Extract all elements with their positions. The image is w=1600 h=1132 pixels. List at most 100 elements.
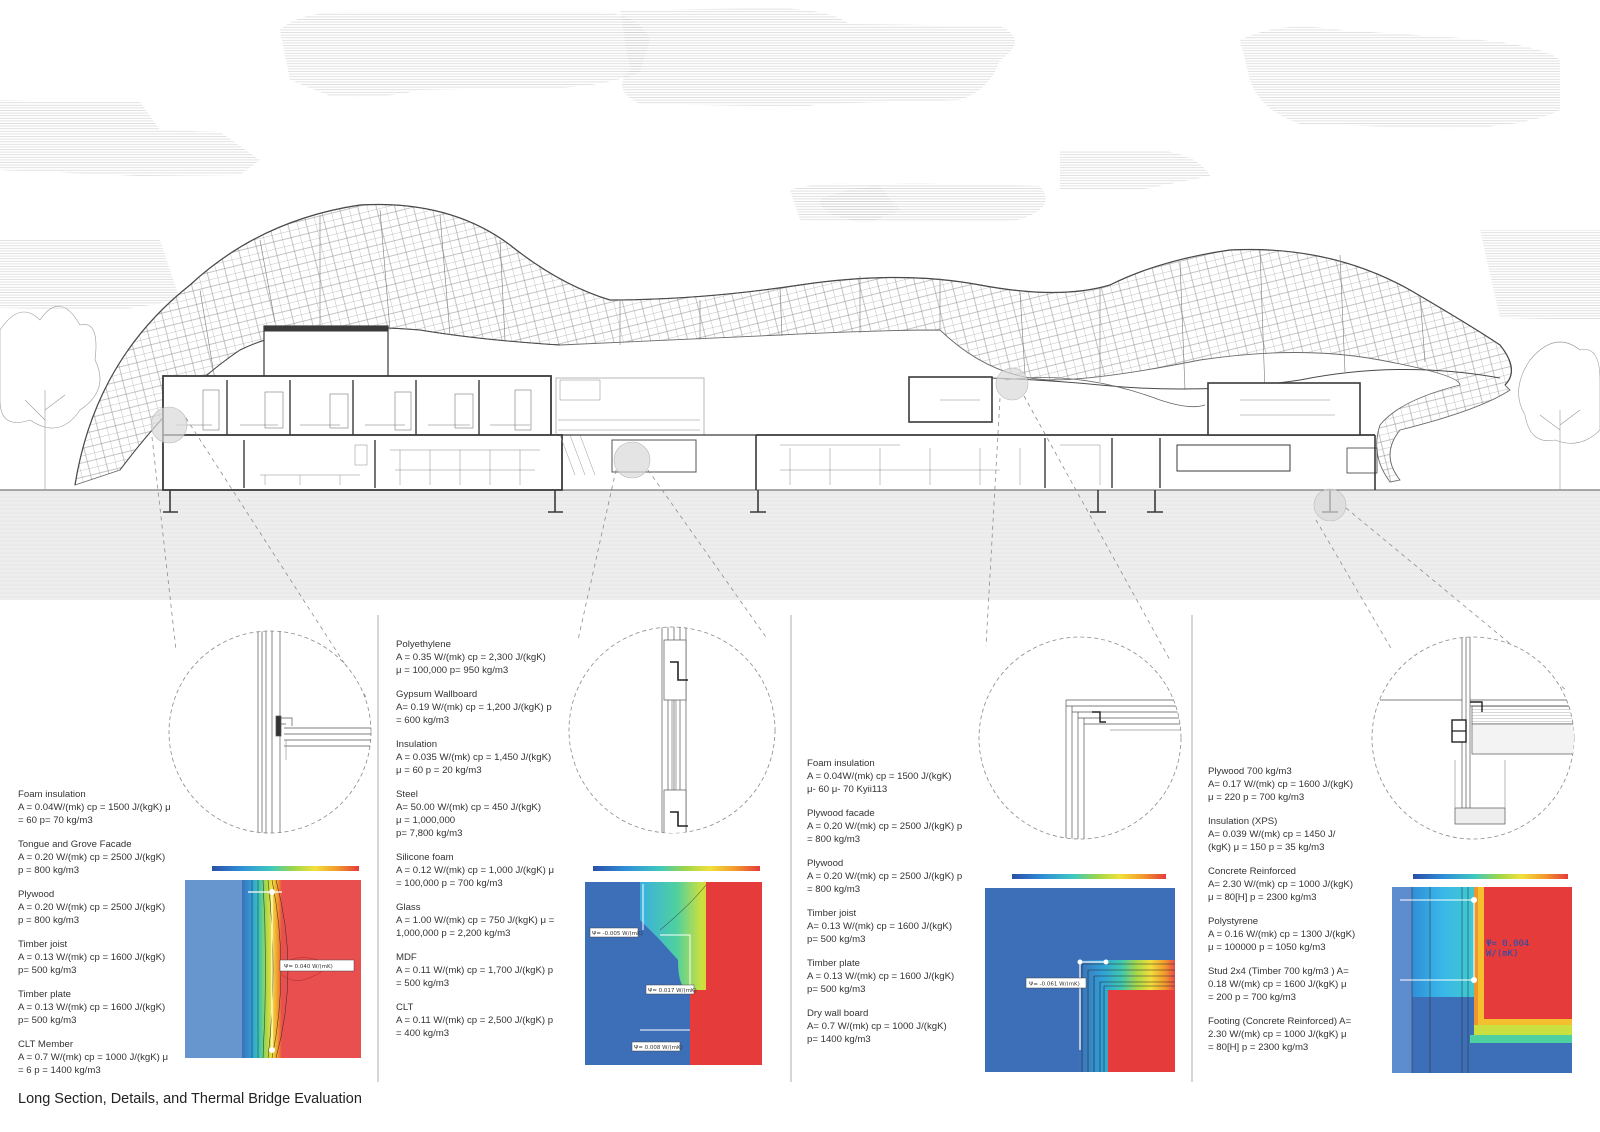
material-properties: A = 0.04W/(mk) cp = 1500 J/(kgK) μ- 60 μ… <box>807 771 952 795</box>
detail-circle-2 <box>568 626 776 834</box>
material-entry: CLT Member A = 0.7 W/(mk) cp = 1000 J/(kg… <box>18 1038 178 1077</box>
material-name: Polystyrene <box>1208 916 1259 927</box>
material-properties: A= 0.7 W/(mk) cp = 1000 J/(kgK) p= 1400 … <box>807 1021 947 1045</box>
material-entry: Stud 2x4 (Timber 700 kg/m3 ) A= 0.18 W/(m… <box>1208 965 1368 1004</box>
panel-dividers <box>377 615 1193 1082</box>
material-entry: Timber plate A = 0.13 W/(mk) cp = 1600 J/… <box>807 957 977 996</box>
material-properties: A = 0.13 W/(mk) cp = 1600 J/(kgK) p= 500… <box>807 971 955 995</box>
material-properties: A = 0.13 W/(mk) cp = 1600 J/(kgK) p= 500… <box>18 1002 166 1026</box>
material-properties: A = 0.12 W/(mk) cp = 1,000 J/(kgK) μ = 1… <box>396 865 555 889</box>
material-name: Concrete Reinforced <box>1208 866 1296 877</box>
trees <box>0 305 1600 490</box>
psi-label-line: W/(mK) <box>1486 949 1519 959</box>
material-entry: Plywood 700 kg/m3 A= 0.17 W/(mk) cp = 160… <box>1208 765 1368 804</box>
material-entry: Timber joist A= 0.13 W/(mk) cp = 1600 J/(… <box>807 907 977 946</box>
material-properties: A= 0.19 W/(mk) cp = 1,200 J/(kgK) p = 60… <box>396 702 552 726</box>
psi-label: Ψ= 0.040 W/(mK) <box>284 964 333 970</box>
material-list-4: Plywood 700 kg/m3 A= 0.17 W/(mk) cp = 160… <box>1208 765 1368 1065</box>
material-name: CLT <box>396 1002 414 1013</box>
material-properties: A = 1.00 W/(mk) cp = 750 J/(kgK) μ = 1,0… <box>396 915 555 939</box>
material-name: Steel <box>396 789 418 800</box>
material-name: Plywood facade <box>807 808 875 819</box>
material-name: Plywood <box>18 889 55 900</box>
psi-label-line: Ψ= 0.004 <box>1486 939 1529 949</box>
material-properties: A = 0.7 W/(mk) cp = 1000 J/(kgK) μ = 6 p… <box>18 1052 169 1076</box>
material-name: Plywood 700 kg/m3 <box>1208 766 1292 777</box>
material-entry: Timber plate A = 0.13 W/(mk) cp = 1600 J/… <box>18 988 178 1027</box>
ground <box>0 489 1600 600</box>
building-section <box>150 325 1378 522</box>
material-properties: A = 0.13 W/(mk) cp = 1600 J/(kgK) p= 500… <box>18 952 166 976</box>
material-properties: A = 0.04W/(mk) cp = 1500 J/(kgK) μ = 60 … <box>18 802 171 826</box>
material-entry: Polyethylene A = 0.35 W/(mk) cp = 2,300 J… <box>396 638 566 677</box>
material-properties: 2.30 W/(mk) cp = 1000 J/(kgK) μ = 80[H] … <box>1208 1029 1347 1053</box>
psi-label: Ψ= -0.005 W/(mK) <box>592 931 643 937</box>
material-name: Gypsum Wallboard <box>396 689 478 700</box>
material-entry: Tongue and Grove Facade A = 0.20 W/(mk) c… <box>18 838 178 877</box>
material-entry: Plywood A = 0.20 W/(mk) cp = 2500 J/(kgK)… <box>807 857 977 896</box>
material-properties: A = 0.20 W/(mk) cp = 2500 J/(kgK) p = 80… <box>18 902 166 926</box>
material-entry: Concrete Reinforced A= 2.30 W/(mk) cp = 1… <box>1208 865 1368 904</box>
material-entry: Insulation A = 0.035 W/(mk) cp = 1,450 J/… <box>396 738 566 777</box>
material-name: Timber joist <box>807 908 857 919</box>
material-name: Glass <box>396 902 421 913</box>
material-entry: Footing (Concrete Reinforced) A= 2.30 W/(… <box>1208 1015 1368 1054</box>
material-entry: Insulation (XPS) A= 0.039 W/(mk) cp = 145… <box>1208 815 1368 854</box>
material-properties: A= 0.17 W/(mk) cp = 1600 J/(kgK) μ = 220… <box>1208 779 1354 803</box>
detail-circle-3 <box>978 636 1182 840</box>
material-entry: Foam insulation A = 0.04W/(mk) cp = 1500 … <box>807 757 977 796</box>
material-entry: Timber joist A = 0.13 W/(mk) cp = 1600 J/… <box>18 938 178 977</box>
sheet-caption: Long Section, Details, and Thermal Bridg… <box>18 1091 362 1107</box>
material-entry: Plywood A = 0.20 W/(mk) cp = 2500 J/(kgK)… <box>18 888 178 927</box>
material-list-3: Foam insulation A = 0.04W/(mk) cp = 1500 … <box>807 757 977 1057</box>
material-entry: Steel A= 50.00 W/(mk) cp = 450 J/(kgK) μ … <box>396 788 566 840</box>
material-properties: A= 0.039 W/(mk) cp = 1450 J/ (kgK) μ = 1… <box>1208 829 1336 853</box>
material-name: Foam insulation <box>807 758 875 769</box>
material-properties: A = 0.20 W/(mk) cp = 2500 J/(kgK) p = 80… <box>18 852 166 876</box>
material-entry: Polystyrene A = 0.16 W/(mk) cp = 1300 J/(… <box>1208 915 1368 954</box>
material-name: Insulation (XPS) <box>1208 816 1278 827</box>
material-properties: A = 0.20 W/(mk) cp = 2500 J/(kgK) p = 80… <box>807 871 963 895</box>
material-name: MDF <box>396 952 417 963</box>
material-name: Footing (Concrete Reinforced) A= <box>1208 1016 1352 1027</box>
material-name: CLT Member <box>18 1039 74 1050</box>
material-name: Stud 2x4 (Timber 700 kg/m3 ) A= <box>1208 966 1349 977</box>
callout-leaders <box>151 395 1567 701</box>
material-name: Insulation <box>396 739 438 750</box>
material-properties: A = 0.16 W/(mk) cp = 1300 J/(kgK) μ = 10… <box>1208 929 1356 953</box>
material-properties: 0.18 W/(mk) cp = 1600 J/(kgK) μ = 200 p … <box>1208 979 1347 1003</box>
psi-label: Ψ= 0.008 W/(mK) <box>634 1045 683 1051</box>
material-name: Tongue and Grove Facade <box>18 839 132 850</box>
psi-label: Ψ= -0.061 W/(mK) <box>1029 982 1080 988</box>
detail-circle-1 <box>168 630 372 834</box>
material-properties: A= 2.30 W/(mk) cp = 1000 J/(kgK) μ = 80[… <box>1208 879 1354 903</box>
material-list-2: Polyethylene A = 0.35 W/(mk) cp = 2,300 J… <box>396 638 566 1051</box>
material-properties: A= 0.13 W/(mk) cp = 1600 J/(kgK) p= 500 … <box>807 921 953 945</box>
material-name: Dry wall board <box>807 1008 869 1019</box>
material-entry: CLT A = 0.11 W/(mk) cp = 2,500 J/(kgK) p … <box>396 1001 566 1040</box>
material-list-1: Foam insulation A = 0.04W/(mk) cp = 1500 … <box>18 788 178 1088</box>
material-name: Foam insulation <box>18 789 86 800</box>
thermal-panel-3: Ψ= -0.061 W/(mK) <box>985 874 1175 1072</box>
sky-hatching <box>0 8 1600 320</box>
material-name: Timber plate <box>807 958 860 969</box>
psi-label: Ψ= 0.017 W/(mK) <box>648 988 697 994</box>
material-name: Plywood <box>807 858 844 869</box>
material-entry: Glass A = 1.00 W/(mk) cp = 750 J/(kgK) μ … <box>396 901 566 940</box>
material-name: Timber plate <box>18 989 71 1000</box>
material-properties: A = 0.035 W/(mk) cp = 1,450 J/(kgK) μ = … <box>396 752 552 776</box>
material-name: Polyethylene <box>396 639 451 650</box>
material-properties: A = 0.35 W/(mk) cp = 2,300 J/(kgK) μ = 1… <box>396 652 546 676</box>
material-properties: A= 50.00 W/(mk) cp = 450 J/(kgK) μ = 1,0… <box>396 802 542 839</box>
detail-circle-4 <box>1371 636 1575 840</box>
material-entry: MDF A = 0.11 W/(mk) cp = 1,700 J/(kgK) p … <box>396 951 566 990</box>
thermal-panel-2: Ψ= -0.005 W/(mK) Ψ= 0.017 W/(mK) Ψ= 0.00… <box>585 866 762 1065</box>
material-name: Timber joist <box>18 939 68 950</box>
material-properties: A = 0.11 W/(mk) cp = 1,700 J/(kgK) p = 5… <box>396 965 554 989</box>
material-properties: A = 0.11 W/(mk) cp = 2,500 J/(kgK) p = 4… <box>396 1015 554 1039</box>
